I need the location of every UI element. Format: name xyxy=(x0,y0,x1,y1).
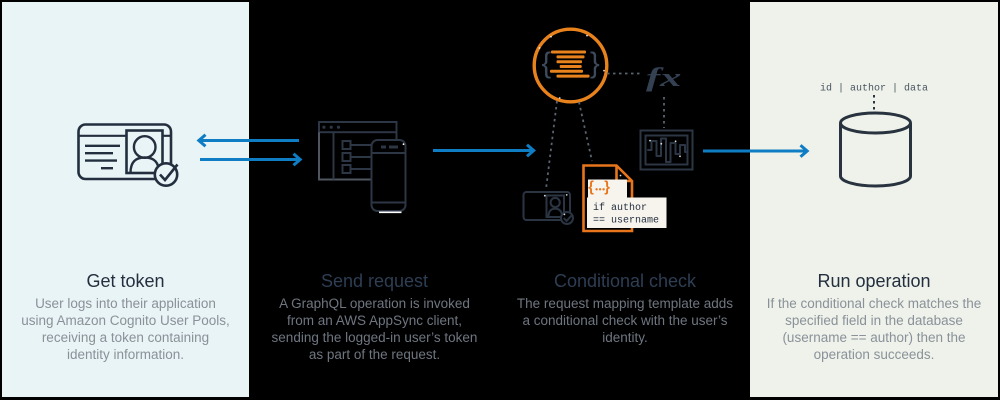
svg-text:}: } xyxy=(604,179,610,195)
svg-text:== username: == username xyxy=(593,216,659,227)
svg-text:fx: fx xyxy=(646,62,681,92)
svg-text:id | author | data: id | author | data xyxy=(820,83,928,95)
svg-text:{: { xyxy=(542,48,552,80)
svg-text:{: { xyxy=(588,179,594,195)
svg-text:if author: if author xyxy=(593,202,647,214)
svg-text:}: } xyxy=(590,48,600,80)
